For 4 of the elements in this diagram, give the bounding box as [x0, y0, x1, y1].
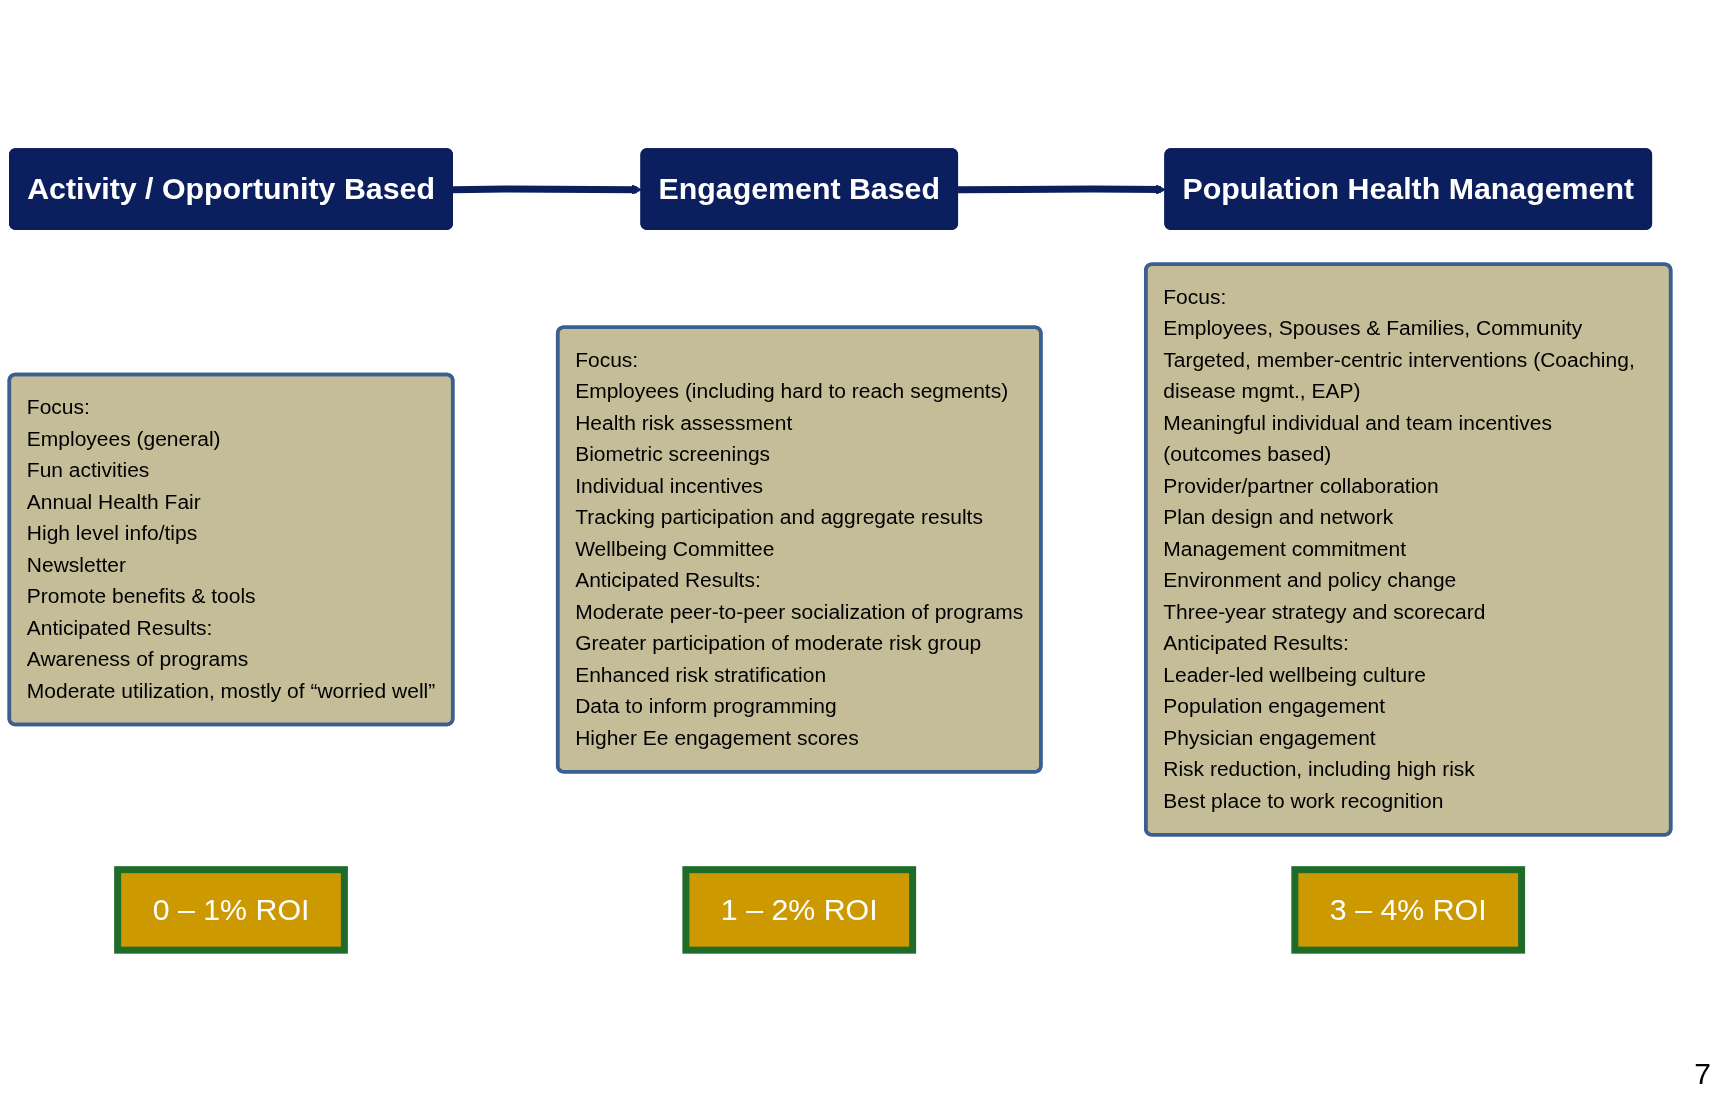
page-number: 7	[1694, 1057, 1711, 1091]
node-box: 3 – 4% ROI	[1291, 866, 1526, 954]
node-box: 1 – 2% ROI	[682, 866, 917, 954]
node-box: 0 – 1% ROI	[114, 866, 348, 954]
